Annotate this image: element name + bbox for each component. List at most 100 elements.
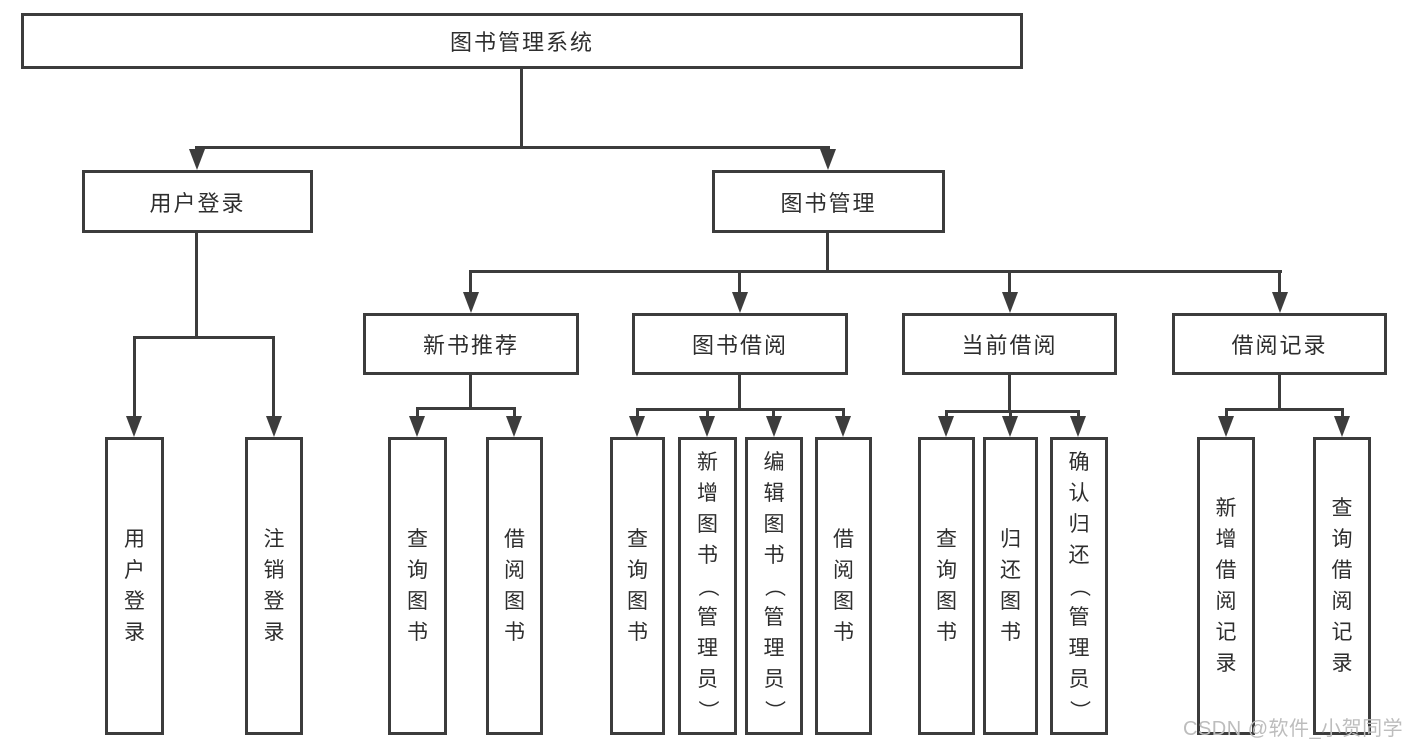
leaf-label-char: 图	[833, 590, 854, 613]
leaf-borrow-books: 借阅图书	[815, 437, 872, 735]
leaf-label-char: 销	[263, 559, 285, 582]
connector-br-leaf2-stem	[1341, 408, 1344, 423]
leaf-label-char: 增	[1215, 528, 1237, 551]
leaf-label-char: 书	[763, 543, 785, 567]
leaf-return-books: 归还图书	[983, 437, 1038, 735]
connector-bb-leaf2-stem	[706, 408, 709, 423]
connector-user-login-trunk	[195, 233, 198, 336]
leaf-label-char: 登	[263, 590, 285, 613]
leaf-label-char: 归	[1000, 528, 1021, 551]
arrow-down-icon	[732, 292, 748, 313]
arrow-down-icon	[1334, 416, 1350, 437]
leaf-add-borrow-record: 新增借阅记录	[1197, 437, 1255, 735]
connector-root-stem	[520, 69, 523, 146]
leaf-label-char: 记	[1331, 621, 1353, 644]
leaf-label-char: 图	[627, 590, 648, 613]
leaf-label-char: 管	[1068, 605, 1090, 629]
leaf-label-char: 还	[1000, 559, 1021, 582]
connector-login-leaf1-stem	[133, 336, 136, 423]
leaf-label-char: 借	[833, 528, 854, 551]
leaf-borrow-books: 借阅图书	[486, 437, 543, 735]
leaf-label-char: 借	[1215, 559, 1237, 582]
connector-bb-leaf3-stem	[772, 408, 775, 423]
node-root: 图书管理系统	[21, 13, 1023, 69]
arrow-down-icon	[699, 416, 715, 437]
connector-br-leaf1-stem	[1225, 408, 1228, 423]
arrow-down-icon	[835, 416, 851, 437]
leaf-label-char: 增	[697, 481, 718, 505]
arrow-down-icon	[1070, 416, 1086, 437]
connector-user-login-rail	[133, 336, 275, 339]
leaf-label-char: 户	[124, 559, 145, 582]
connector-bb-leaf4-stem	[842, 408, 845, 423]
connector-current-borrow-rail	[945, 410, 1080, 413]
arrow-down-icon	[1002, 292, 1018, 313]
leaf-label-char: 图	[936, 590, 957, 613]
connector-borrow-record-trunk	[1278, 374, 1281, 408]
leaf-label-char: 书	[407, 621, 428, 644]
leaf-logout: 注销登录	[245, 437, 303, 735]
leaf-query-borrow-record: 查询借阅记录	[1313, 437, 1371, 735]
leaf-label-char: 借	[504, 528, 525, 551]
arrow-down-icon	[1272, 292, 1288, 313]
connector-root-rail	[196, 146, 830, 149]
leaf-label-char: 阅	[833, 559, 854, 582]
leaf-label-char: 录	[124, 621, 145, 644]
leaf-label-char: 书	[1000, 621, 1021, 644]
leaf-label-char: 图	[1000, 590, 1021, 613]
arrow-down-icon	[506, 416, 522, 437]
leaf-label-char: （	[1067, 575, 1091, 597]
connector-nb-leaf2-stem	[513, 407, 516, 423]
leaf-label-char: 书	[697, 543, 718, 567]
connector-new-book-trunk	[469, 375, 472, 407]
connector-borrow-record-rail	[1225, 408, 1344, 411]
leaf-label-char: 书	[936, 621, 957, 644]
arrow-down-icon	[1218, 416, 1234, 437]
leaf-label-char: 询	[627, 559, 648, 582]
leaf-label-char: 理	[1068, 636, 1090, 660]
leaf-label-char: 员	[763, 667, 785, 691]
leaf-label-char: 图	[697, 512, 718, 536]
connector-borrow-record-stem	[1278, 270, 1281, 300]
node-user-login: 用户登录	[82, 170, 313, 233]
leaf-label-char: ）	[762, 699, 786, 721]
arrow-down-icon	[189, 149, 205, 170]
leaf-label-char: 书	[833, 621, 854, 644]
leaf-label-char: 阅	[1331, 590, 1353, 613]
arrow-down-icon	[266, 416, 282, 437]
leaf-query-books: 查询图书	[918, 437, 975, 735]
connector-book-borrow-trunk	[738, 375, 741, 408]
leaf-label-char: 录	[263, 621, 285, 644]
leaf-label-char: 还	[1068, 543, 1090, 567]
leaf-label-char: 归	[1068, 512, 1090, 536]
node-book-mgmt: 图书管理	[712, 170, 945, 233]
leaf-label-char: 借	[1331, 559, 1353, 582]
connector-book-borrow-rail	[636, 408, 845, 411]
leaf-label-char: 注	[263, 528, 285, 551]
leaf-label-char: 查	[627, 528, 648, 551]
leaf-edit-books-admin: 编辑图书（管理员）	[745, 437, 803, 735]
leaf-label-char: 管	[697, 605, 718, 629]
leaf-add-books-admin: 新增图书（管理员）	[678, 437, 737, 735]
leaf-label-char: 登	[124, 590, 145, 613]
arrow-down-icon	[409, 416, 425, 437]
leaf-label-char: 编	[763, 450, 785, 474]
leaf-label-char: 书	[627, 621, 648, 644]
leaf-label-char: （	[696, 575, 719, 597]
leaf-label-char: （	[762, 575, 786, 597]
leaf-label-char: 新	[1215, 497, 1237, 520]
leaf-label-char: 记	[1215, 621, 1237, 644]
leaf-label-char: 询	[407, 559, 428, 582]
leaf-label-char: 理	[697, 636, 718, 660]
leaf-label-char: 录	[1331, 652, 1353, 675]
leaf-label-char: 询	[1331, 528, 1353, 551]
arrow-down-icon	[766, 416, 782, 437]
leaf-label-char: 询	[936, 559, 957, 582]
leaf-query-books: 查询图书	[388, 437, 447, 735]
connector-current-borrow-stem	[1008, 270, 1011, 300]
connector-level2-rail	[469, 270, 1282, 273]
node-borrow-record: 借阅记录	[1172, 313, 1387, 375]
arrow-down-icon	[1002, 416, 1018, 437]
leaf-label-char: 理	[763, 636, 785, 660]
